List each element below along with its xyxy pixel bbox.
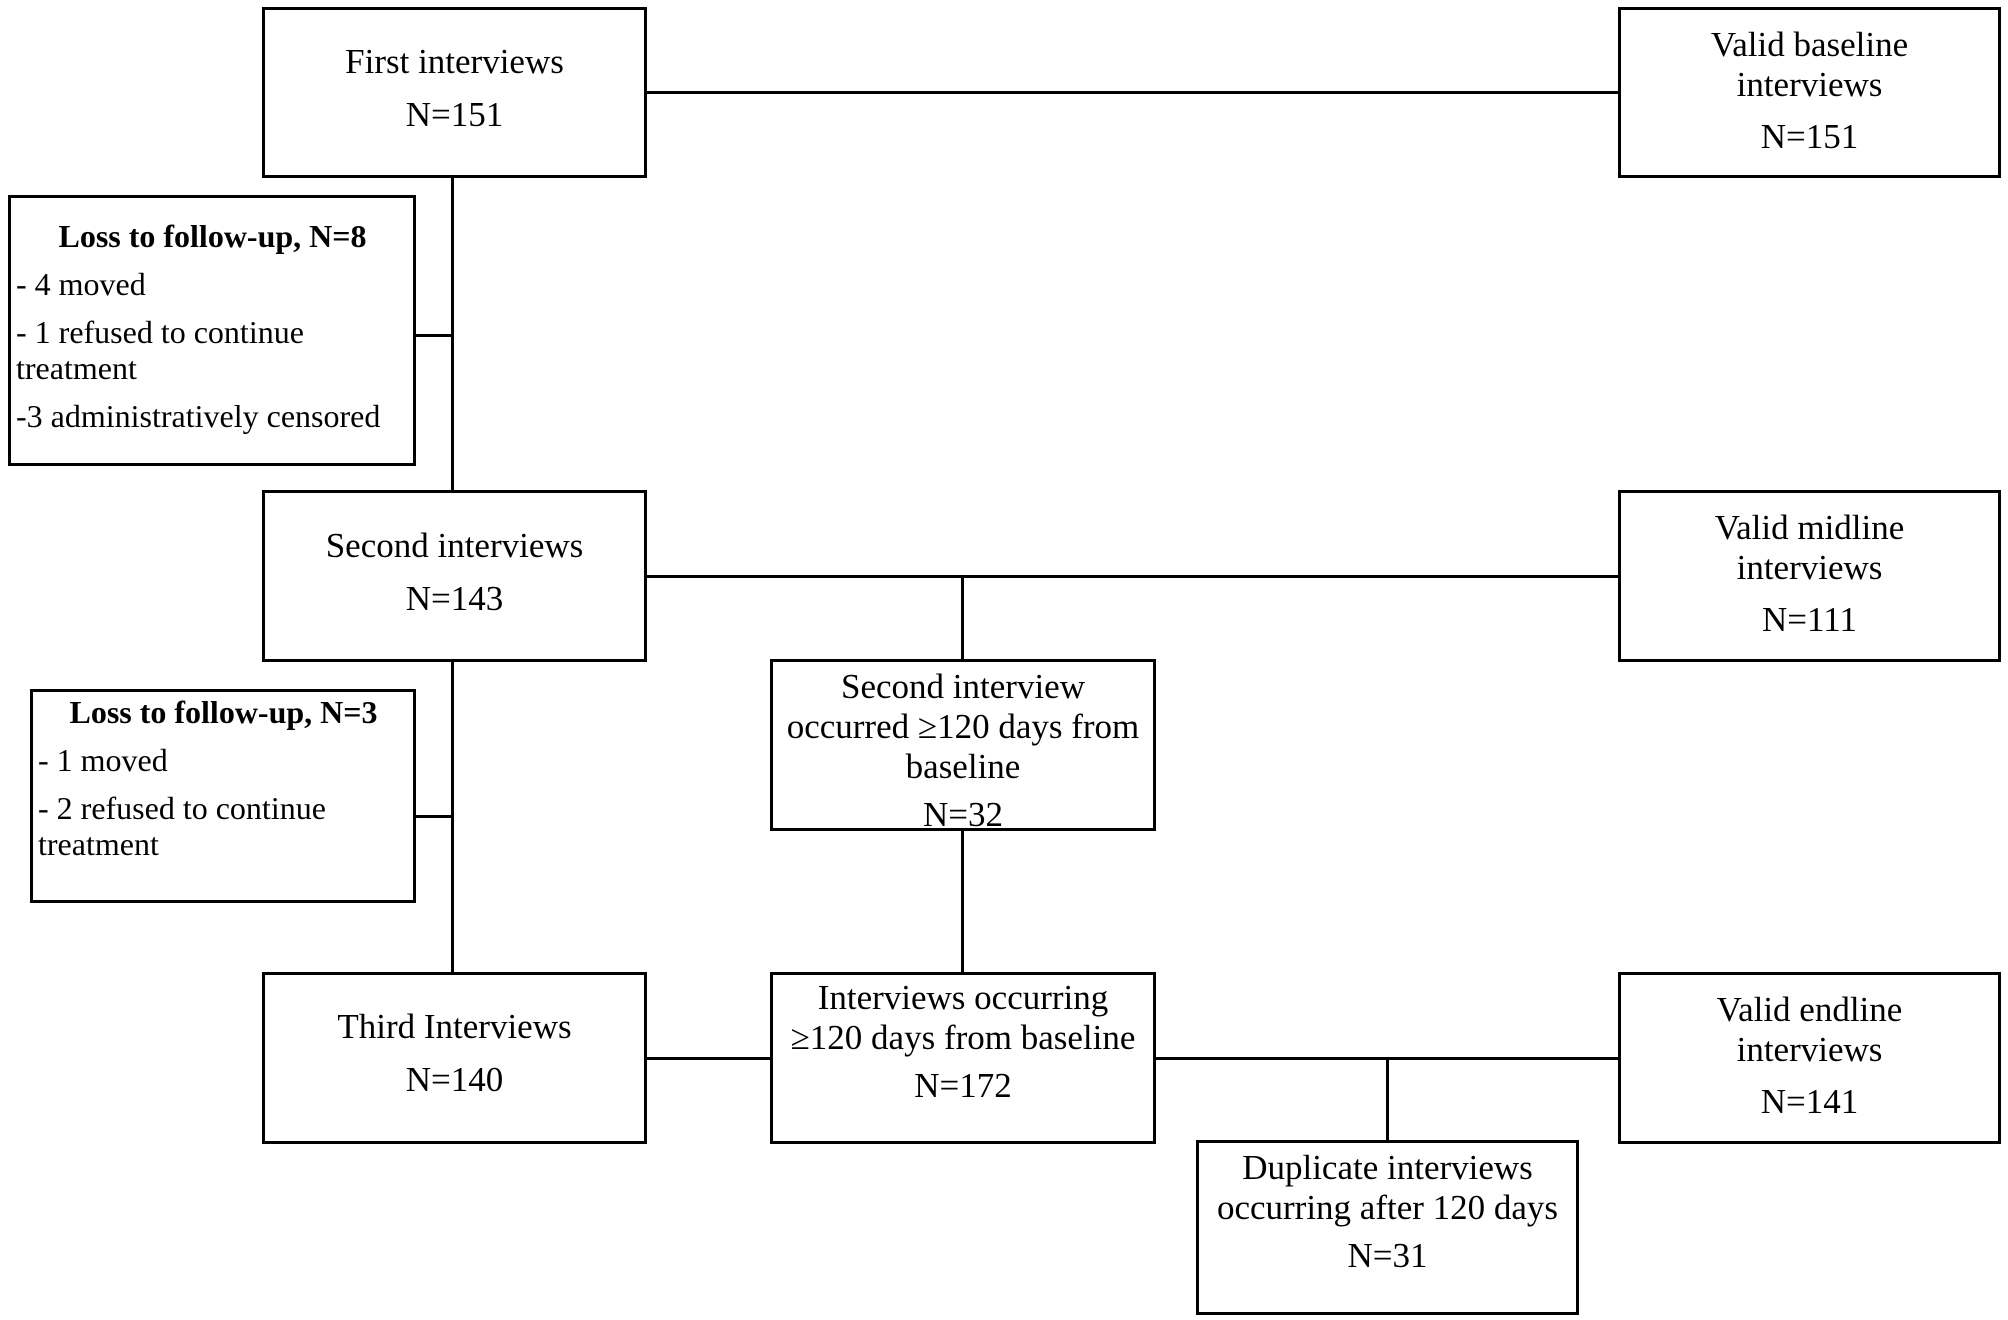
interviews-occurring-120-days-label: Interviews occurring ≥120 days from base… [790, 978, 1136, 1057]
second-interviews-count: N=143 [405, 579, 504, 618]
loss-1-item: - 4 moved [16, 266, 146, 302]
second-interviews-box: Second interviews N=143 [262, 490, 647, 662]
loss-2-item: - 1 moved [38, 742, 168, 778]
edge-loss2-to-main [414, 815, 454, 818]
duplicate-interviews-count: N=31 [1347, 1236, 1428, 1275]
edge-second-120-to-occurring-120 [961, 830, 964, 973]
loss-1-item: -3 administratively censored [16, 398, 381, 434]
valid-midline-label: Valid midline interviews [1714, 508, 1905, 587]
edge-third-to-occurring-120 [645, 1057, 772, 1060]
edge-loss1-to-main [414, 334, 454, 337]
valid-endline-label: Valid endline interviews [1716, 990, 1903, 1069]
loss-1-item: - 1 refused to continue treatment [16, 314, 304, 386]
third-interviews-box: Third Interviews N=140 [262, 972, 647, 1144]
valid-midline-count: N=111 [1762, 600, 1857, 639]
valid-endline-count: N=141 [1760, 1082, 1859, 1121]
loss-2-title: Loss to follow-up, N=3 [69, 694, 378, 730]
valid-baseline-box: Valid baseline interviews N=151 [1618, 7, 2001, 178]
first-interviews-label: First interviews [345, 42, 564, 81]
interviews-occurring-120-days-box: Interviews occurring ≥120 days from base… [770, 972, 1156, 1144]
second-interviews-label: Second interviews [325, 526, 584, 565]
first-interviews-box: First interviews N=151 [262, 7, 647, 178]
loss-to-follow-up-box-1: Loss to follow-up, N=8 - 4 moved - 1 ref… [8, 195, 416, 466]
interviews-occurring-120-days-count: N=172 [914, 1066, 1012, 1105]
valid-baseline-count: N=151 [1760, 117, 1859, 156]
loss-1-title: Loss to follow-up, N=8 [58, 218, 367, 254]
second-interview-120-days-label: Second interview occurred ≥120 days from… [786, 667, 1140, 786]
edge-occurring-120-to-duplicate [1386, 1057, 1389, 1142]
edge-first-to-valid-baseline [645, 91, 1621, 94]
edge-second-to-valid-midline [645, 575, 1621, 578]
edge-second-to-third [451, 662, 454, 974]
edge-second-to-second-120 [961, 575, 964, 661]
third-interviews-count: N=140 [405, 1060, 504, 1099]
third-interviews-label: Third Interviews [337, 1007, 572, 1046]
valid-midline-box: Valid midline interviews N=111 [1618, 490, 2001, 662]
valid-baseline-label: Valid baseline interviews [1710, 25, 1909, 104]
second-interview-120-days-box: Second interview occurred ≥120 days from… [770, 659, 1156, 831]
duplicate-interviews-label: Duplicate interviews occurring after 120… [1216, 1148, 1559, 1227]
valid-endline-box: Valid endline interviews N=141 [1618, 972, 2001, 1144]
loss-to-follow-up-box-2: Loss to follow-up, N=3 - 1 moved - 2 ref… [30, 689, 416, 903]
first-interviews-count: N=151 [405, 95, 504, 134]
loss-2-item: - 2 refused to continue treatment [38, 790, 326, 862]
duplicate-interviews-box: Duplicate interviews occurring after 120… [1196, 1140, 1579, 1315]
second-interview-120-days-count: N=32 [922, 795, 1003, 831]
